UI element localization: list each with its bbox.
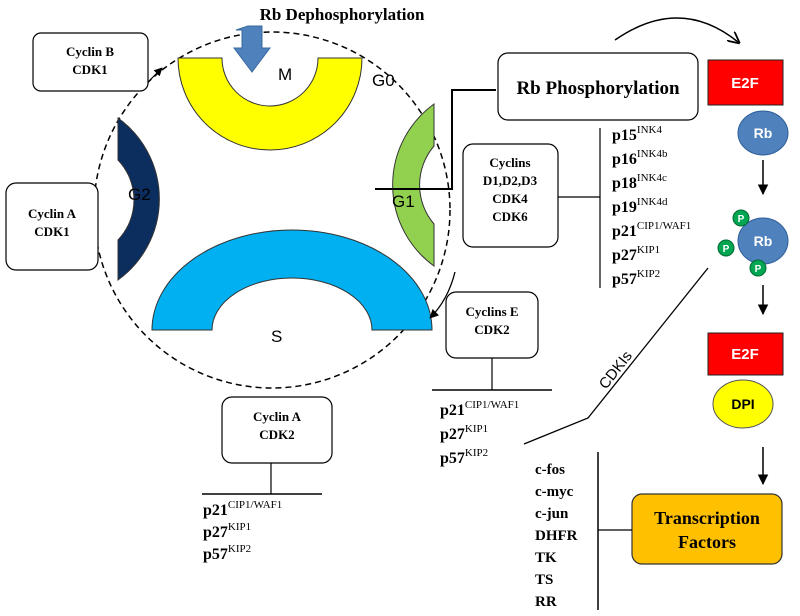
cyclins-d-label-1: Cyclins bbox=[489, 155, 530, 170]
inhibitor-list-g1: p15INK4 p16INK4b p18INK4c p19INK4d p21CI… bbox=[612, 124, 691, 288]
inhibitor-item: p18INK4c bbox=[612, 172, 667, 192]
inhibitor-item: p27KIP1 bbox=[612, 244, 660, 264]
e2f-box-top bbox=[707, 59, 784, 106]
gene-item: TK bbox=[535, 550, 557, 566]
inhibitor-list-s: p21CIP1/WAF1 p27KIP1 p57KIP2 bbox=[440, 399, 519, 467]
g1-phase-segment bbox=[392, 103, 435, 267]
phase-label-g2: G2 bbox=[128, 185, 151, 204]
cyclins-d-label-2: D1,D2,D3 bbox=[483, 173, 538, 188]
transcription-factors-box bbox=[631, 493, 783, 565]
e2f-label-bottom: E2F bbox=[731, 346, 759, 363]
cyclin-b-arrow bbox=[149, 67, 163, 81]
svg-text:P: P bbox=[755, 264, 762, 275]
phase-label-s: S bbox=[271, 327, 282, 346]
cyclin-a-cdk1-label-2: CDK1 bbox=[34, 224, 69, 239]
cyclins-e-cdk-label: CDK2 bbox=[474, 322, 509, 337]
phosphate-group: P bbox=[732, 209, 750, 227]
svg-text:P: P bbox=[723, 244, 730, 255]
rb-label-top: Rb bbox=[754, 125, 773, 141]
rb-phosphorylation-label: Rb Phosphorylation bbox=[516, 78, 680, 99]
rb-circle-top bbox=[737, 110, 789, 156]
phosphate-group: P bbox=[749, 259, 767, 277]
transcription-label-2: Factors bbox=[678, 532, 736, 552]
inhibitor-list-g2: p21CIP1/WAF1 p27KIP1 p57KIP2 bbox=[203, 499, 282, 563]
cdkis-label: CDKIs bbox=[596, 348, 636, 393]
cdkis-bracket bbox=[523, 267, 709, 445]
cyclins-d-box bbox=[462, 143, 559, 248]
s-phase-segment bbox=[151, 229, 433, 331]
phosphate-group: P bbox=[717, 239, 735, 257]
cyclin-a-cdk2-label-1: Cyclin A bbox=[253, 409, 302, 424]
gene-item: c-myc bbox=[535, 484, 574, 500]
cell-cycle-circle bbox=[93, 31, 451, 389]
dephosphorylation-arrow bbox=[233, 25, 271, 73]
inhibitor-item: p57KIP2 bbox=[612, 268, 660, 288]
phase-label-g0: G0 bbox=[372, 71, 395, 90]
inhibitor-item: p15INK4 bbox=[612, 124, 662, 144]
cyclin-b-cdk-label: CDK1 bbox=[72, 62, 107, 77]
gene-item: TS bbox=[535, 572, 553, 588]
inhibitor-item: p16INK4b bbox=[612, 148, 668, 168]
rb-phosphorylation-box bbox=[497, 52, 699, 121]
phosphorylation-curved-arrow bbox=[614, 17, 738, 42]
rb-label-phosphorylated: Rb bbox=[754, 233, 773, 249]
cyclin-a-cdk2-label-2: CDK2 bbox=[259, 427, 294, 442]
g1-rb-connector bbox=[375, 89, 496, 190]
g2-phase-segment bbox=[117, 117, 160, 281]
transcription-label-1: Transcription bbox=[654, 508, 760, 528]
inhibitor-item: p57KIP2 bbox=[440, 447, 488, 467]
phase-label-g1: G1 bbox=[392, 192, 415, 211]
cyclin-a-cdk2-box bbox=[221, 396, 333, 464]
inhibitor-item: p21CIP1/WAF1 bbox=[440, 399, 519, 419]
cyclin-b-label: Cyclin B bbox=[66, 44, 114, 59]
inhibitor-item: p57KIP2 bbox=[203, 543, 251, 563]
dpi-ellipse bbox=[712, 379, 774, 429]
cyclin-b-cdk1-box bbox=[32, 32, 149, 92]
m-phase-segment bbox=[177, 57, 363, 151]
dpi-label: DPI bbox=[731, 396, 754, 412]
cyclins-e-label: Cyclins E bbox=[465, 304, 518, 319]
inhibitor-item: p19INK4d bbox=[612, 196, 668, 216]
e2f-label-top: E2F bbox=[731, 75, 759, 92]
cyclin-a-cdk1-box bbox=[5, 182, 99, 271]
gene-item: RR bbox=[535, 594, 557, 610]
target-gene-list: c-fos c-myc c-jun DHFR TK TS RR bbox=[535, 462, 578, 610]
gene-item: c-fos bbox=[535, 462, 565, 478]
svg-text:P: P bbox=[738, 214, 745, 225]
inhibitor-item: p21CIP1/WAF1 bbox=[612, 220, 691, 240]
inhibitor-item: p27KIP1 bbox=[440, 423, 488, 443]
inhibitor-item: p21CIP1/WAF1 bbox=[203, 499, 282, 519]
cyclin-a-cdk1-label-1: Cyclin A bbox=[28, 206, 77, 221]
cyclins-d-label-4: CDK6 bbox=[492, 209, 528, 224]
e2f-box-bottom bbox=[707, 332, 784, 376]
phase-label-m: M bbox=[278, 65, 292, 84]
s-phase-arrow bbox=[429, 271, 456, 319]
inhibitor-item: p27KIP1 bbox=[203, 521, 251, 541]
cyclins-d-label-3: CDK4 bbox=[492, 191, 528, 206]
gene-item: c-jun bbox=[535, 506, 569, 522]
gene-item: DHFR bbox=[535, 528, 578, 544]
rb-dephosphorylation-title: Rb Dephosphorylation bbox=[260, 5, 425, 24]
